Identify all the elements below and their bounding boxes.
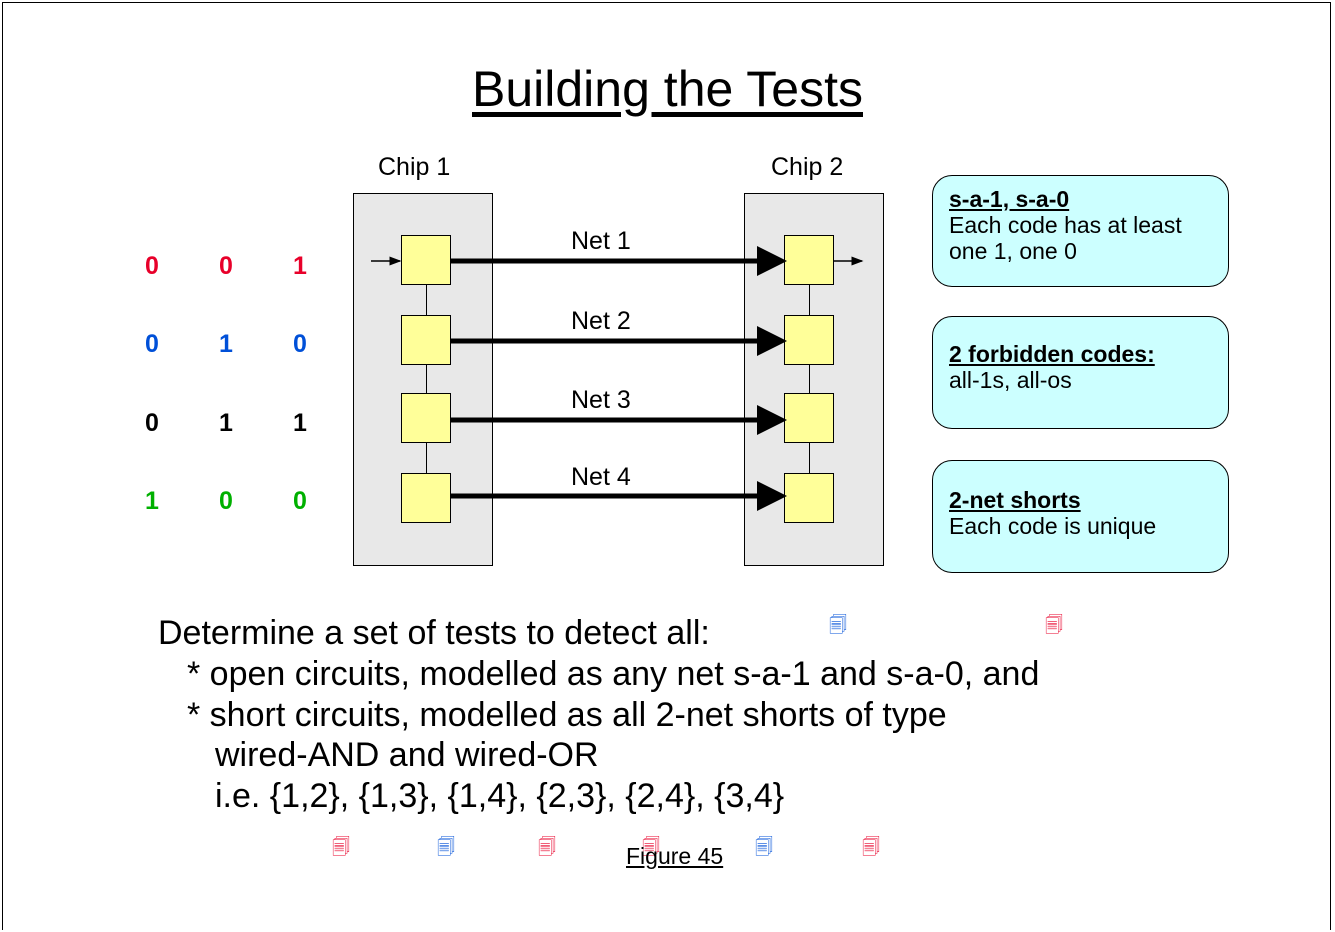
document-icon[interactable]: 🗐 (332, 837, 350, 857)
note-heading: 2 forbidden codes: (949, 341, 1155, 367)
figure-label: Figure 45 (626, 843, 724, 869)
chip-2-scan-link (809, 285, 810, 475)
code-digit: 1 (145, 487, 159, 515)
document-icon[interactable]: 🗐 (538, 837, 556, 857)
net-2-label: Net 2 (571, 307, 631, 335)
code-digit: 0 (145, 330, 159, 358)
code-digit: 0 (145, 409, 159, 437)
document-icon[interactable]: 🗐 (755, 837, 773, 857)
note-heading: 2-net shorts (949, 487, 1081, 513)
document-icon[interactable]: 🗐 (862, 837, 880, 857)
document-icon[interactable]: 🗐 (1045, 615, 1063, 635)
net-4-label: Net 4 (571, 463, 631, 491)
document-icon[interactable]: 🗐 (829, 615, 847, 635)
code-digit: 1 (219, 330, 233, 358)
text-line-5: i.e. {1,2}, {1,3}, {1,4}, {2,3}, {2,4}, … (215, 777, 785, 815)
code-digit: 0 (219, 252, 233, 280)
code-digit: 0 (293, 487, 307, 515)
code-digit: 0 (219, 487, 233, 515)
net-1-label: Net 1 (571, 227, 631, 255)
code-digit: 1 (219, 409, 233, 437)
document-icon[interactable]: 🗐 (642, 837, 660, 857)
chip-1-label: Chip 1 (378, 153, 451, 181)
chip-1-cell-2 (401, 315, 451, 365)
code-digit: 0 (145, 252, 159, 280)
chip-1-cell-1 (401, 235, 451, 285)
note-2-net-shorts: 2-net shorts Each code is unique (932, 460, 1229, 573)
note-forbidden-codes: 2 forbidden codes: all-1s, all-os (932, 316, 1229, 429)
note-body: Each code has at least one 1, one 0 (949, 212, 1182, 264)
note-body: all-1s, all-os (949, 367, 1072, 393)
document-icon[interactable]: 🗐 (437, 837, 455, 857)
chip-1-cell-3 (401, 393, 451, 443)
text-line-2: * open circuits, modelled as any net s-a… (187, 655, 1040, 693)
text-line-3: * short circuits, modelled as all 2-net … (187, 696, 947, 734)
chip-2-label: Chip 2 (771, 153, 844, 181)
chip-1-cell-4 (401, 473, 451, 523)
code-digit: 0 (293, 330, 307, 358)
text-line-4: wired-AND and wired-OR (215, 736, 599, 774)
note-heading: s-a-1, s-a-0 (949, 186, 1070, 212)
net-3-label: Net 3 (571, 386, 631, 414)
chip-1-scan-link (426, 285, 427, 475)
code-digit: 1 (293, 252, 307, 280)
note-body: Each code is unique (949, 513, 1157, 539)
text-line-1: Determine a set of tests to detect all: (158, 614, 710, 652)
note-stuck-at: s-a-1, s-a-0 Each code has at least one … (932, 175, 1229, 287)
slide-title: Building the Tests (472, 61, 863, 117)
code-digit: 1 (293, 409, 307, 437)
